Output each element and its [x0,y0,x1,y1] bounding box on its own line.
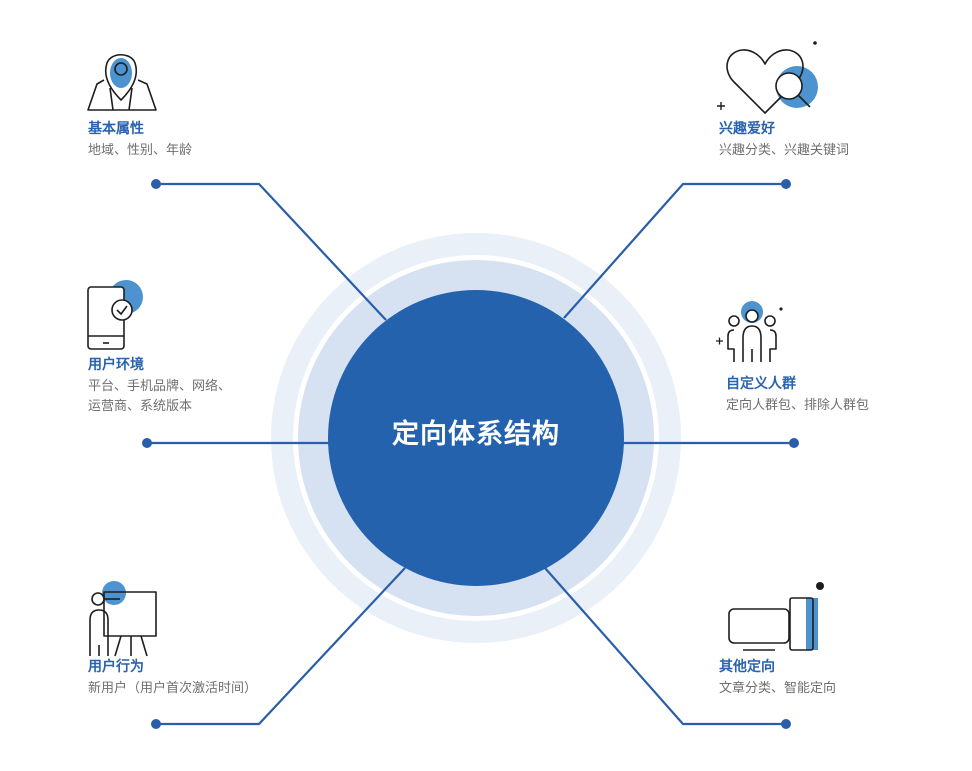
node-title: 用户行为 [88,659,144,675]
connector-behavior [156,567,406,726]
map-pin-icon [87,53,157,111]
monitor-icon [728,582,824,651]
node-user-environment: 用户环境 平台、手机品牌、网络、 运营商、系统版本 [88,356,231,417]
node-description: 地域、性别、年龄 [88,143,193,158]
connector-interest [563,182,786,319]
node-title: 兴趣爱好 [719,121,775,137]
connector-basic [156,182,387,321]
presenter-icon [89,581,157,657]
node-title: 其他定向 [719,659,775,675]
node-basic-attributes: 基本属性 地域、性别、年龄 [88,120,192,161]
description-line: 平台、手机品牌、网络、 [88,379,232,394]
connector-dot-custom [789,438,799,448]
node-other-targeting: 其他定向 文章分类、智能定向 [719,658,836,699]
node-title: 用户环境 [88,357,144,373]
center-title: 定向体系结构 [392,419,560,450]
node-description: 兴趣分类、兴趣关键词 [719,143,850,158]
node-description: 平台、手机品牌、网络、 运营商、系统版本 [88,377,231,417]
node-interests: 兴趣爱好 兴趣分类、兴趣关键词 [719,120,849,161]
node-description: 新用户（用户首次激活时间） [88,681,258,696]
node-custom-audience: 自定义人群 定向人群包、排除人群包 [726,375,869,416]
node-description: 定向人群包、排除人群包 [726,398,870,413]
center-circle [328,290,624,586]
description-line: 运营商、系统版本 [88,399,193,414]
connector-dot-basic [151,179,161,189]
node-title: 基本属性 [88,121,144,137]
connector-dot-other [781,719,791,729]
node-title: 自定义人群 [726,376,796,392]
connector-dot-behavior [151,719,161,729]
mobile-phone-icon [87,280,143,350]
heart-search-icon [717,41,818,114]
connector-dot-interest [781,179,791,189]
node-user-behavior: 用户行为 新用户（用户首次激活时间） [88,658,257,699]
connector-other [544,567,786,726]
node-description: 文章分类、智能定向 [719,681,837,696]
connector-dot-env [142,438,152,448]
user-group-icon [716,301,783,362]
